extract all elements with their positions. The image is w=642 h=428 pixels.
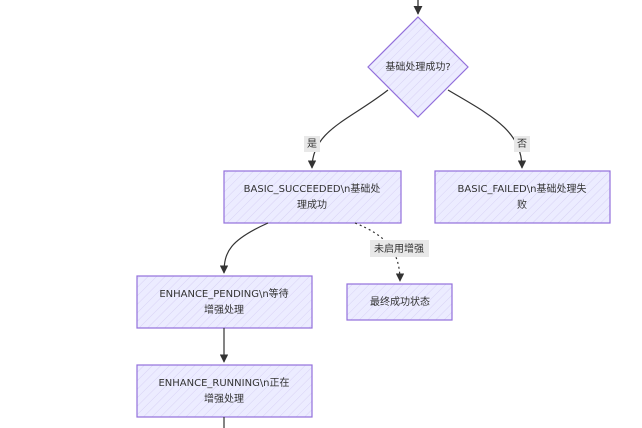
edge-succeeded-to-pending [219, 222, 269, 274]
node-enhance-pending[interactable]: ENHANCE_PENDING\n等待 增强处理 [136, 275, 313, 329]
node-basic-succeeded[interactable]: BASIC_SUCCEEDED\n基础处 理成功 [223, 170, 402, 224]
edge-not-enabled: 未启用增强 [354, 222, 429, 282]
edge-not-enabled-label-bg [370, 240, 429, 257]
decision-label: 基础处理成功? [385, 60, 450, 73]
node-enhance-running-line2: 增强处理 [204, 392, 244, 405]
decision-basic-success[interactable]: 基础处理成功? [367, 16, 469, 118]
node-enhance-pending-line2: 增强处理 [204, 303, 244, 316]
edge-yes-label: 是 [307, 138, 317, 150]
node-enhance-pending-line1: ENHANCE_PENDING\n等待 [159, 287, 288, 300]
node-basic-failed[interactable]: BASIC_FAILED\n基础处理失 败 [434, 170, 611, 224]
node-final-state[interactable]: 最终成功状态 [346, 283, 453, 321]
edge-yes: 是 [304, 89, 389, 169]
edge-no: 否 [447, 89, 530, 169]
node-basic-failed-line2: 败 [517, 198, 527, 211]
node-basic-succeeded-line2: 理成功 [297, 199, 327, 211]
node-basic-succeeded-line1: BASIC_SUCCEEDED\n基础处 [244, 182, 381, 195]
edge-not-enabled-label: 未启用增强 [374, 242, 424, 255]
edge-yes-label-bg [304, 136, 320, 152]
node-final-state-label: 最终成功状态 [370, 295, 430, 308]
node-enhance-running[interactable]: ENHANCE_RUNNING\n正在 增强处理 [136, 364, 313, 418]
node-basic-failed-line1: BASIC_FAILED\n基础处理失 [458, 182, 587, 195]
edge-no-label-bg [514, 136, 530, 152]
node-enhance-running-line1: ENHANCE_RUNNING\n正在 [158, 377, 289, 389]
edge-no-label: 否 [517, 138, 527, 150]
